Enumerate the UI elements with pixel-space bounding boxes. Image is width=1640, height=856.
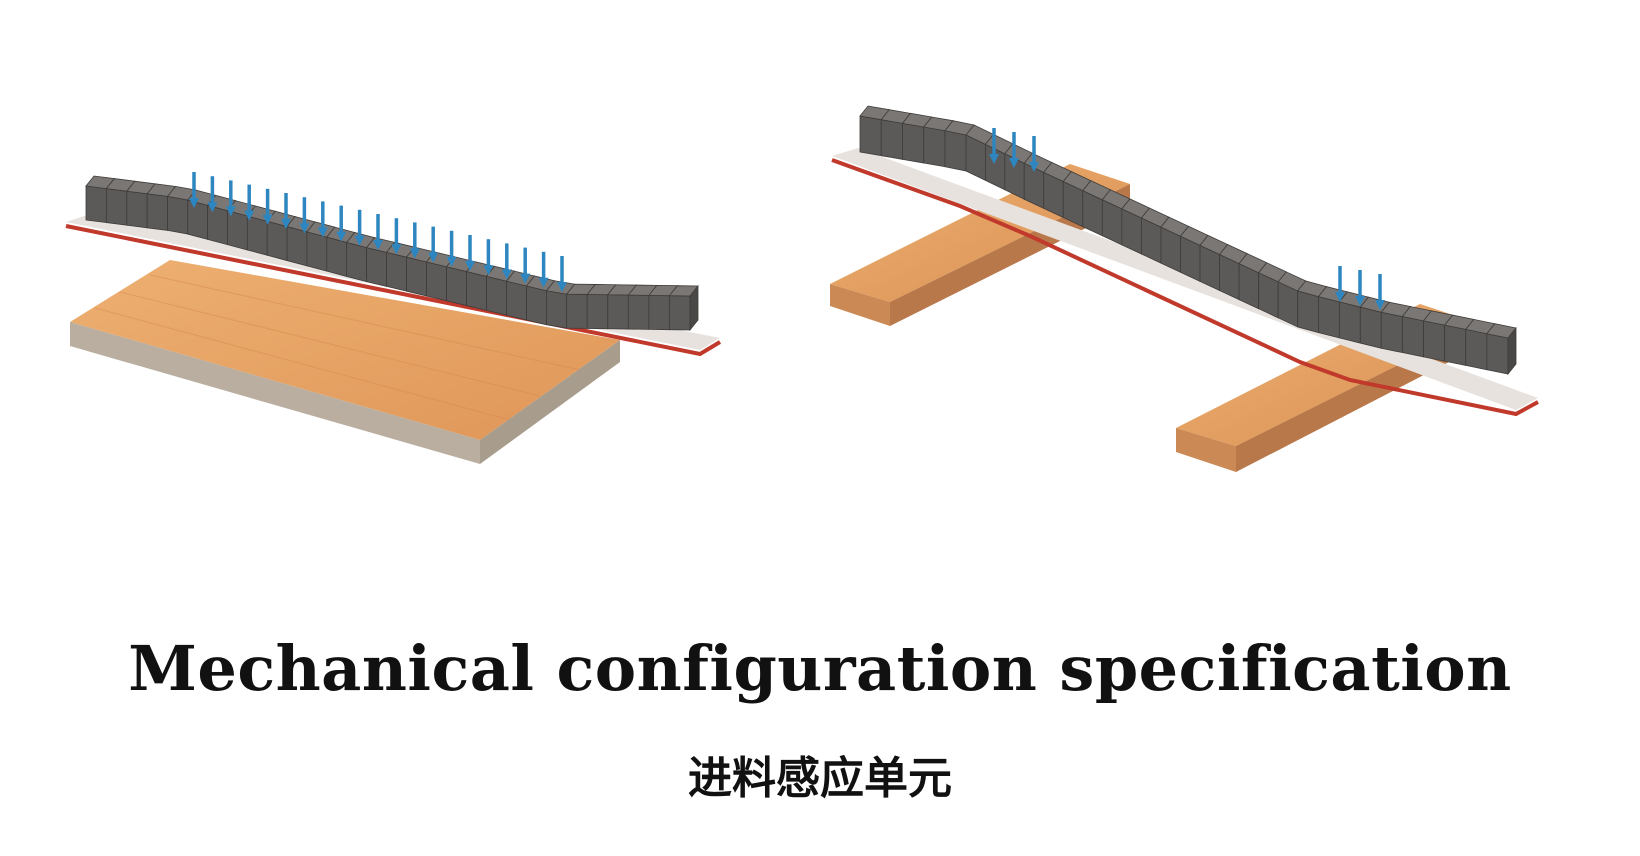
block-front xyxy=(1297,290,1319,334)
force-arrow xyxy=(465,235,475,271)
left-arrow-group xyxy=(189,172,567,292)
force-arrow xyxy=(189,172,199,208)
block-front xyxy=(546,290,568,329)
block-front xyxy=(85,185,107,224)
block-front xyxy=(207,204,228,246)
block-front xyxy=(486,275,507,316)
block-front xyxy=(326,236,348,277)
block-front xyxy=(627,294,650,330)
block-front xyxy=(880,119,903,160)
left-strip-edge xyxy=(65,224,722,357)
force-arrow xyxy=(281,193,291,229)
block-front xyxy=(366,247,387,287)
block-front xyxy=(386,251,407,292)
right-arrow-group xyxy=(989,128,1385,310)
left-board-end xyxy=(480,340,620,464)
block-front xyxy=(187,199,209,240)
block-front xyxy=(923,126,946,168)
block-front xyxy=(266,220,288,262)
force-arrow xyxy=(336,205,347,242)
force-arrow xyxy=(262,188,273,225)
block-front xyxy=(859,115,882,157)
force-arrow xyxy=(373,214,383,250)
block-front xyxy=(607,294,629,330)
block-front xyxy=(246,215,268,256)
block-front xyxy=(1423,320,1446,362)
block-front xyxy=(446,266,467,307)
force-arrow xyxy=(989,128,999,164)
block-front xyxy=(105,188,128,226)
force-arrow xyxy=(391,218,402,255)
left-board-top xyxy=(70,260,620,440)
left-board-side xyxy=(70,322,480,464)
left-figure xyxy=(65,172,722,464)
force-arrow xyxy=(409,222,420,259)
block-front xyxy=(426,261,447,302)
force-arrow xyxy=(225,180,236,217)
force-arrow xyxy=(1375,274,1385,310)
block-front xyxy=(526,285,547,326)
block-end xyxy=(1507,326,1517,376)
force-arrow xyxy=(354,209,365,246)
block-front xyxy=(1444,324,1467,366)
block-front xyxy=(1338,301,1361,344)
block-front xyxy=(506,280,527,321)
force-arrow xyxy=(244,184,255,221)
diagram-subtitle: 进料感应单元 xyxy=(688,753,952,804)
block-front xyxy=(566,293,588,329)
block-front xyxy=(1359,306,1382,349)
block-front xyxy=(586,294,609,330)
right-figure xyxy=(830,105,1539,472)
left-board-grain xyxy=(94,274,581,421)
block-front xyxy=(1486,333,1509,375)
force-arrow xyxy=(557,256,567,292)
block-front xyxy=(1318,296,1340,339)
block-front xyxy=(648,294,670,331)
block-front xyxy=(346,241,367,283)
force-arrow xyxy=(483,239,494,276)
block-front xyxy=(227,210,248,251)
force-arrow xyxy=(428,226,439,263)
block-front xyxy=(286,226,308,267)
block-front xyxy=(167,195,189,235)
force-arrow xyxy=(207,176,218,213)
block-front xyxy=(146,193,168,231)
force-arrow xyxy=(446,230,457,267)
block-front xyxy=(1401,316,1424,358)
force-arrow xyxy=(538,251,549,288)
block-front xyxy=(902,122,925,164)
right-beam-left-side xyxy=(830,284,890,326)
right-beam-right-side xyxy=(1176,428,1236,472)
force-arrow xyxy=(1355,270,1365,306)
force-arrow xyxy=(1009,132,1019,168)
block-end xyxy=(689,284,699,332)
block-front xyxy=(306,231,328,272)
block-front xyxy=(944,130,967,172)
force-arrow xyxy=(1335,266,1345,302)
block-front xyxy=(406,256,427,297)
diagram-title: Mechanical configuration specification xyxy=(128,632,1512,705)
force-arrow xyxy=(501,243,512,280)
block-front xyxy=(466,271,487,311)
block-front xyxy=(669,295,691,331)
block-front xyxy=(126,190,148,229)
block-front xyxy=(1465,328,1488,371)
block-front xyxy=(1380,311,1403,354)
right-strip-edge xyxy=(831,158,1539,417)
force-arrow xyxy=(317,201,328,238)
right-block-row xyxy=(859,105,1517,376)
force-arrow xyxy=(1029,136,1039,172)
right-strip-top xyxy=(832,148,1538,410)
force-arrow xyxy=(299,197,310,234)
force-arrow xyxy=(520,247,531,284)
